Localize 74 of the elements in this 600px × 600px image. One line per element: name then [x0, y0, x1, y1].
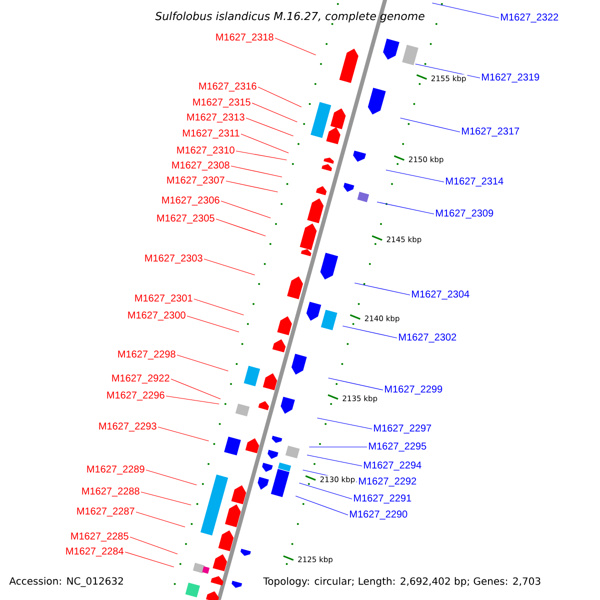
gene-label: M1627_2303 [145, 254, 202, 264]
leader-line [140, 492, 192, 506]
footer-text: Accession: NC_012632 [8, 576, 125, 588]
leader-line [246, 118, 294, 136]
leader-line [226, 180, 278, 192]
gene-label: M1627_2288 [82, 488, 140, 496]
leader-line [316, 418, 372, 430]
leader-line [230, 166, 282, 178]
gene-label: M1627_2322 [501, 14, 558, 22]
gene-label: M1627_2304 [412, 290, 470, 300]
leader-line [298, 482, 352, 500]
leader-line [295, 496, 348, 516]
leader-line [136, 512, 186, 528]
gene-label: M1627_2311 [182, 130, 240, 138]
leader-line [354, 282, 410, 296]
leader-line [274, 38, 316, 56]
leader-line [308, 446, 368, 448]
gene-label: M1627_2301 [135, 294, 192, 304]
leader-line [328, 378, 384, 390]
leader-line [216, 218, 266, 236]
leader-line [166, 396, 220, 404]
gene-label: M1627_2300 [128, 312, 186, 320]
gene-label: M1627_2290 [350, 510, 408, 520]
leader-line [130, 536, 178, 554]
leader-line [146, 470, 197, 486]
gene-label: M1627_2314 [446, 178, 504, 186]
gene-label: M1627_2318 [216, 34, 274, 42]
leader-line [432, 2, 500, 18]
gene-label: M1627_2297 [374, 424, 432, 434]
leader-line [194, 298, 244, 316]
gene-label: M1627_2307 [167, 176, 224, 186]
gene-label: M1627_2305 [157, 214, 214, 224]
leader-line [376, 202, 434, 214]
gene-label: M1627_2287 [77, 508, 134, 516]
gene-label: M1627_2302 [399, 334, 456, 342]
leader-line [176, 354, 228, 372]
leader-line [415, 64, 480, 78]
gene-label: M1627_2293 [99, 422, 156, 432]
footer-text: Topology: circular; Length: 2,692,402 bp; Genes: 2,703 [262, 576, 542, 588]
gene-label: M1627_2285 [71, 532, 128, 542]
gene-label: M1627_2298 [118, 350, 176, 360]
leader-line [252, 102, 298, 122]
leader-line [386, 170, 444, 182]
gene-label: M1627_2313 [187, 114, 244, 122]
leader-line [170, 378, 221, 400]
gene-label: M1627_2294 [364, 462, 422, 470]
leader-line [236, 150, 287, 160]
gene-label: M1627_2296 [107, 392, 164, 400]
gene-label: M1627_2299 [385, 386, 442, 394]
gene-label: M1627_2316 [199, 82, 256, 92]
leader-line [306, 454, 362, 466]
leader-line [124, 552, 174, 568]
gene-label: M1627_2295 [369, 442, 426, 452]
gene-label: M1627_2292 [359, 478, 416, 486]
leader-line [204, 258, 256, 276]
title: Sulfolobus islandicus M.16.27, complete genome [155, 12, 424, 22]
leader-line [186, 316, 240, 332]
gene-label: M1627_2922 [112, 374, 170, 384]
gene-label: M1627_2309 [436, 210, 494, 218]
gene-label: M1627_2319 [482, 74, 540, 82]
leader-line [220, 200, 271, 218]
gene-label: M1627_2284 [66, 548, 124, 556]
leader-line [158, 426, 210, 442]
gene-label: M1627_2306 [162, 196, 220, 206]
leader-line [400, 118, 460, 132]
gene-label: M1627_2315 [193, 98, 250, 108]
gene-label: M1627_2308 [172, 162, 230, 170]
leader-line [342, 326, 398, 338]
gene-label: M1627_2289 [87, 466, 144, 474]
gene-label: M1627_2291 [354, 494, 412, 504]
leader-line [240, 134, 289, 154]
gene-label: M1627_2310 [177, 146, 234, 156]
leader-line [258, 86, 302, 108]
gene-label: M1627_2317 [462, 128, 520, 136]
